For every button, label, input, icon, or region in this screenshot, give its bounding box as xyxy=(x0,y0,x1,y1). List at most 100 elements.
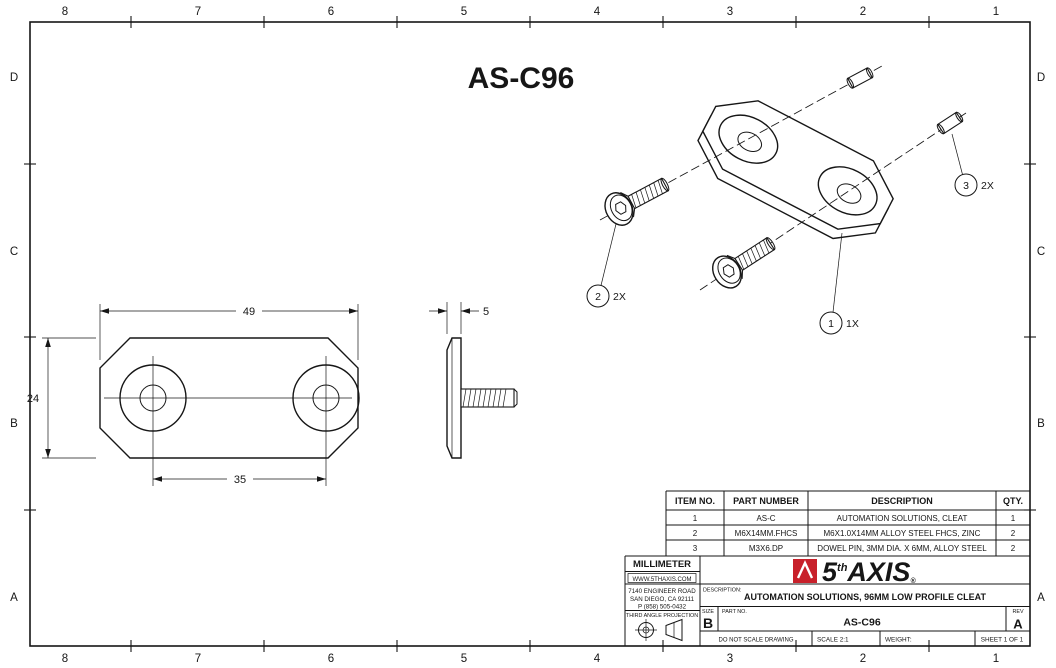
bom-row-1: 1 AS-C AUTOMATION SOLUTIONS, CLEAT 1 xyxy=(693,514,1016,523)
flat-head-screw-2 xyxy=(706,227,783,295)
hole-left-bore xyxy=(139,384,167,412)
sheet-number: SHEET 1 OF 1 xyxy=(981,637,1024,644)
flat-head-screw-1 xyxy=(598,167,676,231)
zone-label: 6 xyxy=(328,653,334,665)
zone-labels-left: D C B A xyxy=(10,72,18,604)
balloon-qty: 2X xyxy=(981,180,994,192)
zone-ticks xyxy=(24,16,1036,652)
drawing-title: AS-C96 xyxy=(468,62,575,95)
bom-cell-part: AS-C xyxy=(756,514,775,523)
hole-left-counterbore xyxy=(119,364,187,432)
zone-label: 1 xyxy=(993,653,999,665)
bom-cell-part: M3X6.DP xyxy=(749,544,783,553)
bom-cell-qty: 2 xyxy=(1011,544,1016,553)
description-label: DESCRIPTION: xyxy=(703,588,741,594)
zone-label: C xyxy=(10,246,18,258)
balloon-number: 1 xyxy=(828,318,834,330)
dim-spacing-label: 35 xyxy=(234,474,246,486)
brand-logo: 5thAXIS® xyxy=(793,557,916,587)
dimension-width: 49 xyxy=(99,304,359,360)
plate-profile xyxy=(446,337,462,459)
screw-shank-profile xyxy=(460,388,515,408)
bom-table: ITEM NO. PART NUMBER DESCRIPTION QTY. 1 … xyxy=(665,490,1030,556)
size-value: B xyxy=(703,615,713,631)
balloon-number: 3 xyxy=(963,180,969,192)
bom-cell-qty: 1 xyxy=(1011,514,1016,523)
units-label: MILLIMETER xyxy=(633,559,691,570)
logo-wordmark: 5thAXIS® xyxy=(822,557,916,587)
zone-labels-top: 8 7 6 5 4 3 2 1 xyxy=(62,6,999,18)
dim-width-label: 49 xyxy=(243,306,255,318)
third-angle-projection-icon xyxy=(635,618,683,642)
exploded-view: 2 2X 1 1X 3 2X xyxy=(586,65,994,335)
rev-value: A xyxy=(1013,617,1023,632)
bom-header-qty: QTY. xyxy=(1003,496,1023,506)
zone-label: A xyxy=(1037,592,1045,604)
hole-right-bore xyxy=(312,384,340,412)
dowel-pin-1 xyxy=(845,66,875,90)
zone-label: D xyxy=(10,72,18,84)
bom-row-2: 2 M6X14MM.FHCS M6X1.0X14MM ALLOY STEEL F… xyxy=(693,529,1016,538)
balloon-qty: 1X xyxy=(846,318,859,330)
address-line-1: 7140 ENGINEER ROAD xyxy=(628,588,696,595)
rev-label: REV xyxy=(1012,609,1023,615)
zone-label: 3 xyxy=(727,6,733,18)
zone-label: 3 xyxy=(727,653,733,665)
title-block: MILLIMETER WWW.5THAXIS.COM 7140 ENGINEER… xyxy=(624,555,1030,646)
balloon-callout-1: 1 1X xyxy=(819,232,859,335)
zone-label: C xyxy=(1037,246,1045,258)
cleat-plate-iso xyxy=(687,85,905,255)
zone-labels-right: D C B A xyxy=(1037,72,1045,604)
zone-label: 5 xyxy=(461,653,467,665)
zone-label: 5 xyxy=(461,6,467,18)
balloon-number: 2 xyxy=(595,291,601,303)
zone-label: 2 xyxy=(860,653,866,665)
zone-label: 7 xyxy=(195,6,201,18)
zone-labels-bottom: 8 7 6 5 4 3 2 1 xyxy=(62,653,999,665)
dim-thickness-label: 5 xyxy=(483,306,489,318)
counterbore-hole-right xyxy=(810,157,885,224)
zone-label: B xyxy=(10,418,18,430)
do-not-scale-note: DO NOT SCALE DRAWING xyxy=(718,638,793,644)
dimension-hole-spacing: 35 xyxy=(153,474,326,486)
zone-label: D xyxy=(1037,72,1045,84)
bom-cell-desc: DOWEL PIN, 3MM DIA. X 6MM, ALLOY STEEL xyxy=(817,544,987,553)
scale-text: SCALE 2:1 xyxy=(817,637,849,644)
sheet-frame: 8 7 6 5 4 3 2 1 8 7 6 5 4 3 2 1 D C B A … xyxy=(10,6,1045,665)
zone-label: 8 xyxy=(62,653,68,665)
dimension-height: 24 xyxy=(27,337,96,459)
bom-cell-qty: 2 xyxy=(1011,529,1016,538)
side-view: 5 xyxy=(429,302,518,459)
dowel-pin-2 xyxy=(935,110,965,136)
zone-label: 7 xyxy=(195,653,201,665)
bom-cell-desc: AUTOMATION SOLUTIONS, CLEAT xyxy=(837,514,968,523)
bom-cell-item: 1 xyxy=(693,514,698,523)
address-line-2: SAN DIEGO, CA 92111 xyxy=(630,596,695,603)
zone-label: 8 xyxy=(62,6,68,18)
bom-cell-item: 3 xyxy=(693,544,698,553)
part-no-value: AS-C96 xyxy=(843,617,881,629)
dim-height-label: 24 xyxy=(27,393,39,405)
zone-label: 4 xyxy=(594,653,601,665)
phone-text: P (858) 505-0432 xyxy=(638,604,687,611)
front-view: 49 24 35 xyxy=(27,304,360,486)
part-no-label: PART NO. xyxy=(722,609,747,615)
description-text: AUTOMATION SOLUTIONS, 96MM LOW PROFILE C… xyxy=(744,592,986,602)
bom-header-desc: DESCRIPTION xyxy=(871,496,933,506)
bom-cell-desc: M6X1.0X14MM ALLOY STEEL FHCS, ZINC xyxy=(824,529,981,538)
bom-cell-part: M6X14MM.FHCS xyxy=(735,529,798,538)
zone-label: A xyxy=(10,592,18,604)
bom-header-item: ITEM NO. xyxy=(675,496,715,506)
bom-cell-item: 2 xyxy=(693,529,698,538)
zone-label: 4 xyxy=(594,6,601,18)
zone-label: 1 xyxy=(993,6,999,18)
bom-header-part: PART NUMBER xyxy=(733,496,799,506)
size-label: SIZE xyxy=(702,609,714,615)
zone-label: 6 xyxy=(328,6,334,18)
balloon-callout-2: 2 2X xyxy=(586,223,626,308)
dimension-thickness: 5 xyxy=(429,302,489,334)
balloon-callout-3: 3 2X xyxy=(951,133,994,197)
counterbore-hole-left xyxy=(711,106,786,173)
balloon-qty: 2X xyxy=(613,291,626,303)
